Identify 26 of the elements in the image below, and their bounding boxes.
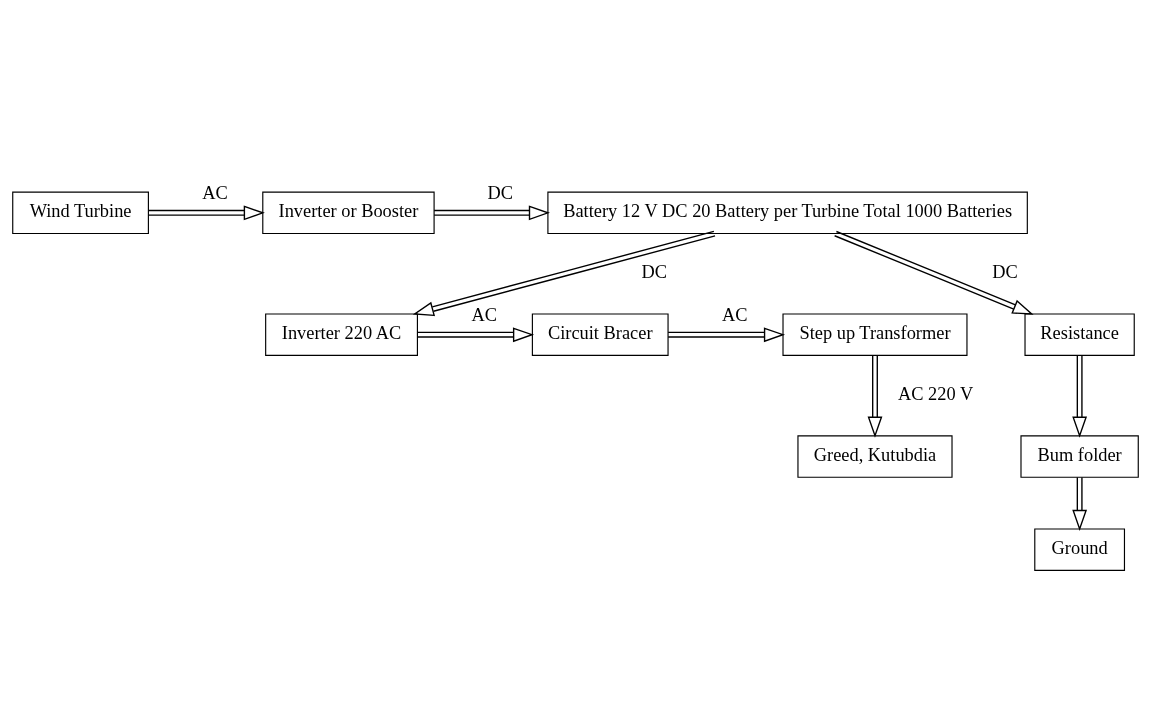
node-box: Inverter or Booster — [262, 191, 435, 234]
arrow — [433, 204, 550, 220]
node-box: Wind Turbine — [12, 191, 149, 234]
node-box: Resistance — [1024, 312, 1135, 356]
arrow — [667, 326, 786, 342]
node-box: Inverter 220 AC — [265, 312, 418, 356]
arrow — [412, 230, 716, 316]
arrow — [147, 204, 265, 220]
arrow — [867, 354, 883, 438]
arrow — [1072, 476, 1088, 531]
node-box: Step up Transformer — [782, 312, 968, 356]
edge-label: DC — [487, 182, 514, 203]
node-box: Bum folder — [1020, 434, 1139, 478]
node-box: Greed, Kutubdia — [797, 434, 953, 478]
arrow — [833, 230, 1034, 315]
arrow — [417, 326, 535, 342]
edge-label: AC 220 V — [897, 383, 974, 404]
arrow — [1072, 354, 1088, 438]
node-box: Ground — [1034, 527, 1126, 571]
edge-label: AC — [722, 304, 748, 325]
node-box: Battery 12 V DC 20 Battery per Turbine Total 1000 Batteries — [547, 191, 1028, 234]
node-box: Circuit Bracer — [531, 312, 669, 356]
edge-label: AC — [202, 182, 228, 203]
edge-label: DC — [641, 261, 668, 282]
edge-label: AC — [471, 304, 497, 325]
edge-label: DC — [992, 261, 1018, 282]
